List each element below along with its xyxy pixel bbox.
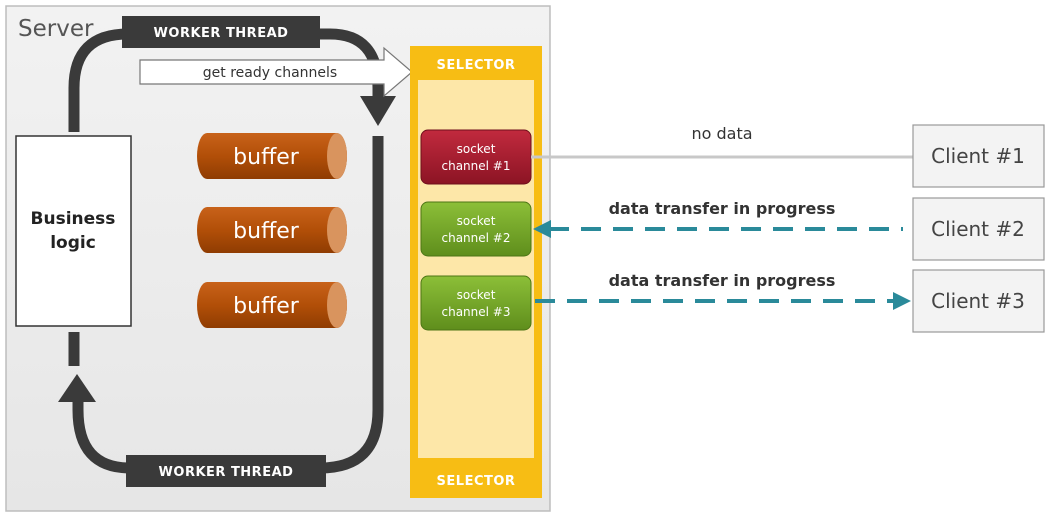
buffer: buffer [197,133,347,179]
client-2-label: Client #2 [931,217,1025,241]
socket-channel-2: socket channel #2 [420,201,532,257]
socket-channel-3: socket channel #3 [420,275,532,331]
get-ready-channels-arrow: get ready channels [139,46,413,98]
channel-2-line1: socket [457,214,496,228]
selector-panel: SELECTOR SELECTOR [410,46,542,498]
thread-arrowhead-down [360,96,396,126]
connection-2-label: data transfer in progress [609,199,836,218]
buffer-label: buffer [233,219,300,244]
channel-1-line2: channel #1 [442,159,511,173]
channel-3-line2: channel #3 [442,305,511,319]
server-title: Server [18,16,94,42]
selector-top-label: SELECTOR [437,58,516,73]
client-3: Client #3 [912,269,1045,333]
client-1-label: Client #1 [931,144,1025,168]
client-2: Client #2 [912,197,1045,261]
worker-thread-top-label: WORKER THREAD [154,26,289,41]
connection-1-label: no data [691,124,752,143]
connection-3-label: data transfer in progress [609,271,836,290]
socket-channel-1: socket channel #1 [420,129,532,185]
connection-transfer-2: data transfer in progress [533,199,903,238]
connection-transfer-3: data transfer in progress [535,271,911,310]
get-ready-channels-label: get ready channels [203,65,337,81]
worker-thread-bottom-label: WORKER THREAD [159,465,294,480]
thread-arrowhead-up [58,374,96,402]
worker-thread-bottom: WORKER THREAD [126,455,326,487]
channel-2-line2: channel #2 [442,231,511,245]
channel-1-line1: socket [457,142,496,156]
connection-no-data: no data [531,124,913,159]
buffer-label: buffer [233,294,300,319]
business-logic-box: Business logic [15,135,132,327]
worker-thread-top: WORKER THREAD [122,16,320,48]
client-1: Client #1 [912,124,1045,188]
buffer: buffer [197,207,347,253]
client-3-label: Client #3 [931,289,1025,313]
business-logic-line2: logic [50,233,96,253]
arrowhead-right [893,292,911,310]
channel-3-line1: socket [457,288,496,302]
buffer: buffer [197,282,347,328]
buffer-label: buffer [233,145,300,170]
arrowhead-left [533,220,551,238]
selector-bottom-label: SELECTOR [437,474,516,489]
business-logic-line1: Business [31,209,116,229]
